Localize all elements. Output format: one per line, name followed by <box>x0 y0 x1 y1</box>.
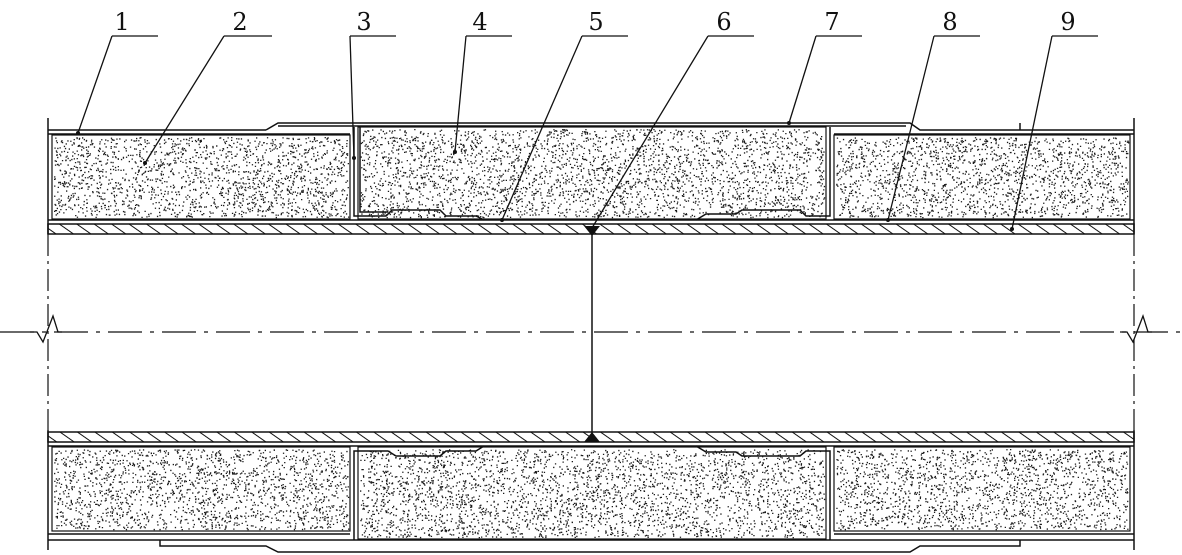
callout-dot <box>1010 227 1014 231</box>
callout-leader <box>501 35 583 221</box>
callout-leader <box>1011 35 1053 230</box>
callout-leader <box>77 35 113 134</box>
callout-number: 8 <box>942 8 957 36</box>
center-axis <box>0 314 1182 344</box>
callout-1: 1 <box>76 8 158 135</box>
insulation-foam <box>51 126 1131 540</box>
callout-leader <box>887 35 935 221</box>
callout-dot <box>590 226 594 230</box>
weld-bead-top <box>584 226 600 236</box>
liner-bottom-center <box>353 445 485 540</box>
callout-leader <box>788 35 817 124</box>
callout-number: 1 <box>114 8 129 36</box>
steel-pipe-walls <box>47 223 1135 443</box>
callout-dot <box>352 156 356 160</box>
callout-dot <box>787 121 791 125</box>
callout-5: 5 <box>500 8 628 222</box>
callout-group: 1 2 3 4 5 6 7 8 9 <box>76 8 1098 231</box>
callout-7: 7 <box>787 8 862 125</box>
callout-4: 4 <box>453 8 512 154</box>
callout-dot <box>886 218 890 222</box>
callout-number: 2 <box>232 8 247 36</box>
liner-top-center <box>353 127 485 221</box>
foam-top-center <box>357 126 827 220</box>
foam-stipple <box>836 137 1130 219</box>
break-symbol-left <box>30 314 62 344</box>
foam-bottom-right <box>833 446 1131 532</box>
foam-stipple <box>360 449 826 539</box>
callout-dot <box>76 131 80 135</box>
callout-number: 4 <box>472 8 487 36</box>
callout-leader <box>591 35 709 229</box>
callout-number: 6 <box>716 8 731 36</box>
foam-stipple <box>360 129 826 219</box>
weld-bead-bottom <box>584 432 600 442</box>
callout-number: 3 <box>356 8 371 36</box>
outer-casing <box>48 122 1134 553</box>
callout-3: 3 <box>349 8 396 160</box>
callout-leader <box>144 35 225 164</box>
weld-seam <box>584 226 600 442</box>
callout-leader <box>454 35 467 153</box>
callout-2: 2 <box>143 8 272 165</box>
foam-stipple <box>836 449 1129 531</box>
callout-8: 8 <box>886 8 980 222</box>
foam-stipple <box>54 449 350 531</box>
callout-dot <box>453 150 457 154</box>
callout-6: 6 <box>590 8 754 230</box>
foam-stipple <box>54 137 350 219</box>
callout-9: 9 <box>1010 8 1098 231</box>
break-symbol-right <box>1120 314 1152 344</box>
callout-leader <box>349 35 355 159</box>
callout-dot <box>143 161 147 165</box>
sleeve-top <box>265 122 1134 131</box>
callout-number: 7 <box>824 8 839 36</box>
sleeve-bottom <box>159 540 1021 553</box>
callout-dot <box>500 218 504 222</box>
foam-bottom-left <box>51 446 351 532</box>
callout-number: 5 <box>588 8 603 36</box>
callout-number: 9 <box>1060 8 1075 36</box>
